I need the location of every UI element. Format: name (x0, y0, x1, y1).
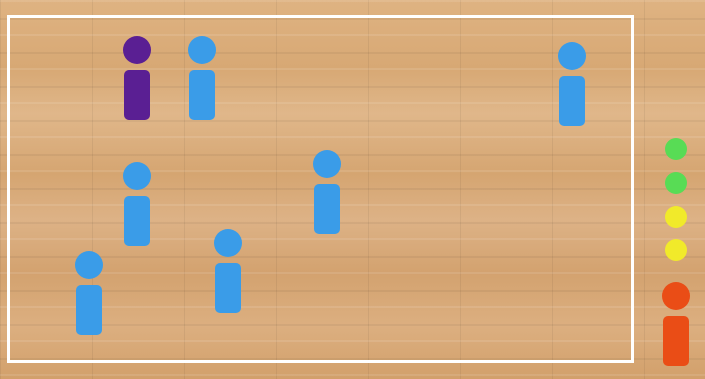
player-head (558, 42, 586, 70)
player-head (313, 150, 341, 178)
purple-player[interactable] (121, 36, 153, 120)
player-body (124, 196, 150, 246)
player-body (314, 184, 340, 234)
blue-player-3[interactable] (121, 162, 153, 246)
player-head (123, 36, 151, 64)
blue-player-6[interactable] (73, 251, 105, 335)
blue-player-5[interactable] (212, 229, 244, 313)
green-dot-2[interactable] (665, 172, 687, 194)
player-body (663, 316, 689, 366)
yellow-dot-1[interactable] (665, 206, 687, 228)
player-head (188, 36, 216, 64)
player-body (124, 70, 150, 120)
player-body (215, 263, 241, 313)
yellow-dot-2[interactable] (665, 239, 687, 261)
blue-player-1[interactable] (186, 36, 218, 120)
sideline-zone (640, 0, 705, 379)
player-head (123, 162, 151, 190)
player-head (214, 229, 242, 257)
player-body (189, 70, 215, 120)
player-head (662, 282, 690, 310)
player-body (559, 76, 585, 126)
green-dot-1[interactable] (665, 138, 687, 160)
player-head (75, 251, 103, 279)
player-body (76, 285, 102, 335)
blue-player-2[interactable] (556, 42, 588, 126)
blue-player-4[interactable] (311, 150, 343, 234)
orange-player[interactable] (660, 282, 692, 366)
